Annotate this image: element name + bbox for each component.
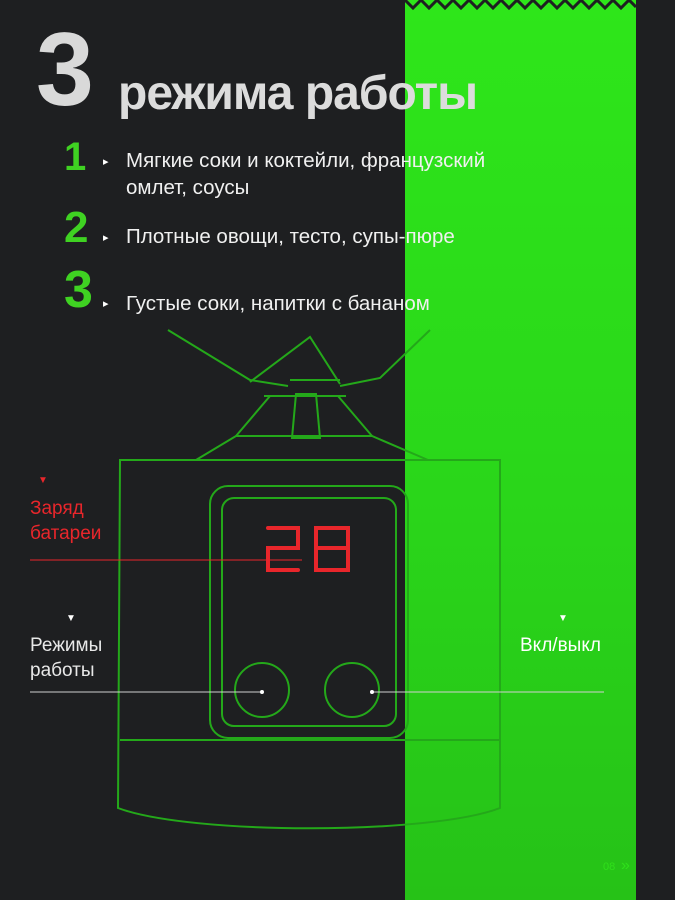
coupling [290, 393, 322, 439]
mode-button [234, 662, 290, 718]
mode-3-number: 3 [64, 261, 93, 319]
mode-3-description: Густые соки, напитки с бананом [126, 292, 430, 315]
modes-marker-icon: ▼ [66, 613, 76, 624]
modes-callout: Режимы работы [30, 635, 103, 681]
headline-text: режима работы [118, 67, 478, 120]
digital-display [266, 526, 350, 572]
blade-right [339, 329, 431, 387]
control-panel-inner [221, 497, 397, 727]
bullet-arrow-icon: ▸ [103, 156, 109, 168]
mode-2-description: Плотные овощи, тесто, супы-пюре [126, 225, 455, 248]
base-shoulder [195, 435, 429, 461]
headline-number: 3 [36, 12, 94, 128]
mode-2-number: 2 [64, 203, 89, 252]
power-button [324, 662, 380, 718]
blade-left [167, 329, 289, 387]
power-callout: Вкл/выкл [520, 635, 601, 656]
power-marker-icon: ▼ [558, 613, 568, 624]
bullet-arrow-icon: ▸ [103, 232, 109, 244]
control-panel-outer [209, 485, 409, 739]
zigzag-edge-decoration [405, 0, 636, 11]
battery-callout: Заряд батареи [30, 498, 102, 544]
next-page-arrows-icon: » [621, 857, 630, 874]
bullet-arrow-icon: ▸ [103, 298, 109, 310]
green-accent-panel [405, 0, 636, 900]
page-number: 08 [603, 861, 616, 873]
mode-1-number: 1 [64, 135, 87, 179]
blade-center [249, 335, 341, 385]
base-body [116, 459, 501, 830]
battery-marker-icon: ▼ [38, 475, 48, 486]
mode-1-description: Мягкие соки и коктейли, французский омле… [126, 149, 486, 199]
